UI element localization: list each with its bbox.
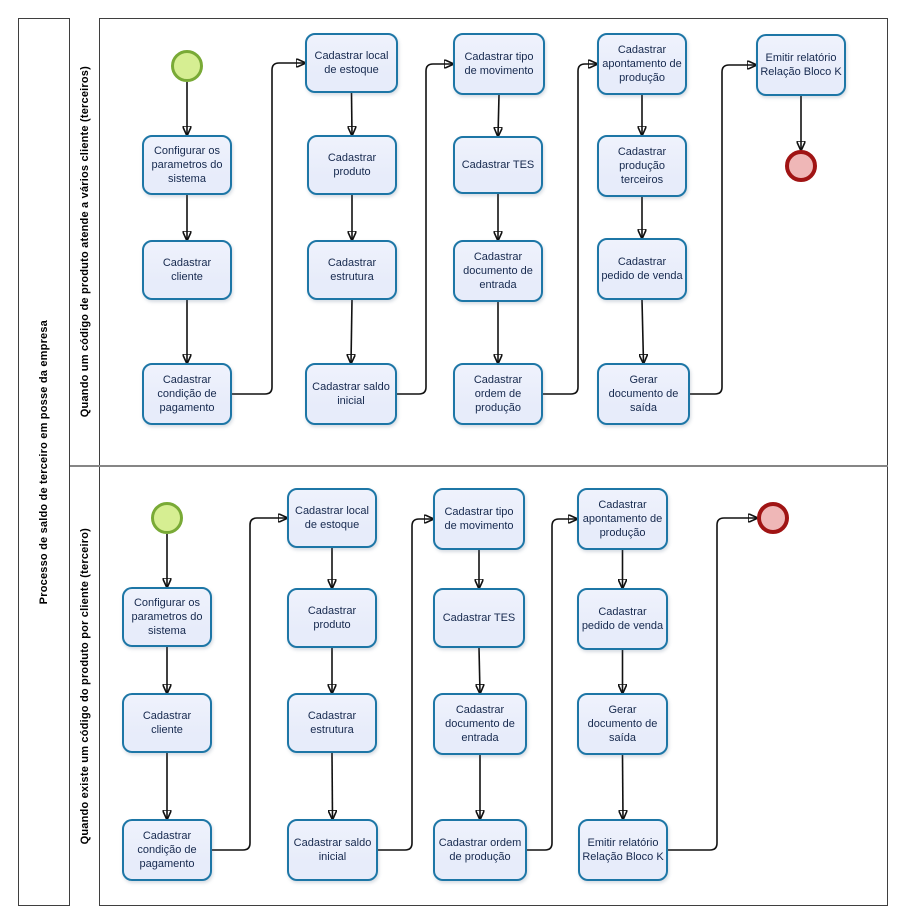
task-label: Cadastrar pedido de venda bbox=[581, 605, 664, 632]
task-label: Cadastrar apontamento de produção bbox=[602, 43, 682, 85]
task-label: Configurar os parametros do sistema bbox=[151, 144, 223, 186]
task-t3[interactable]: Cadastrar condição de pagamento bbox=[142, 363, 232, 425]
end-event[interactable] bbox=[785, 150, 817, 182]
task-label: Gerar documento de saída bbox=[608, 373, 679, 415]
lane-bottom-title-bar: Quando existe um código do produto por c… bbox=[70, 466, 100, 906]
task-b14[interactable]: Gerar documento de saída bbox=[577, 693, 668, 755]
task-t9[interactable]: Cadastrar TES bbox=[453, 136, 543, 194]
task-label: Cadastrar local de estoque bbox=[314, 49, 389, 76]
task-label: Gerar documento de saída bbox=[587, 703, 658, 745]
task-label: Cadastrar produto bbox=[327, 151, 377, 178]
task-label: Configurar os parametros do sistema bbox=[131, 596, 203, 638]
task-b8[interactable]: Cadastrar tipo de movimento bbox=[433, 488, 525, 550]
start-event[interactable] bbox=[171, 50, 203, 82]
task-label: Cadastrar cliente bbox=[142, 709, 192, 736]
task-label: Emitir relatório Relação Bloco K bbox=[760, 51, 842, 78]
pool-title-bar: Processo de saldo de terceiro em posse d… bbox=[18, 18, 70, 906]
task-b2[interactable]: Cadastrar cliente bbox=[122, 693, 212, 753]
task-t8[interactable]: Cadastrar tipo de movimento bbox=[453, 33, 545, 95]
task-b15[interactable]: Emitir relatório Relação Bloco K bbox=[578, 819, 668, 881]
task-b1[interactable]: Configurar os parametros do sistema bbox=[122, 587, 212, 647]
lane-top-title: Quando um código de produto atende a vár… bbox=[78, 66, 91, 418]
task-label: Cadastrar produto bbox=[307, 604, 357, 631]
task-t7[interactable]: Cadastrar saldo inicial bbox=[305, 363, 397, 425]
task-t16[interactable]: Emitir relatório Relação Bloco K bbox=[756, 34, 846, 96]
start-event[interactable] bbox=[151, 502, 183, 534]
task-label: Cadastrar apontamento de produção bbox=[582, 498, 663, 540]
task-label: Emitir relatório Relação Bloco K bbox=[582, 836, 664, 863]
task-t4[interactable]: Cadastrar local de estoque bbox=[305, 33, 398, 93]
task-b12[interactable]: Cadastrar apontamento de produção bbox=[577, 488, 668, 550]
lane-top-title-bar: Quando um código de produto atende a vár… bbox=[70, 18, 100, 466]
task-t2[interactable]: Cadastrar cliente bbox=[142, 240, 232, 300]
task-label: Cadastrar TES bbox=[461, 158, 535, 171]
task-label: Cadastrar cliente bbox=[162, 256, 212, 283]
task-t1[interactable]: Configurar os parametros do sistema bbox=[142, 135, 232, 195]
task-label: Cadastrar condição de pagamento bbox=[137, 829, 197, 871]
task-t10[interactable]: Cadastrar documento de entrada bbox=[453, 240, 543, 302]
task-label: Cadastrar estrutura bbox=[307, 709, 357, 736]
task-b10[interactable]: Cadastrar documento de entrada bbox=[433, 693, 527, 755]
task-label: Cadastrar produção terceiros bbox=[617, 145, 667, 187]
task-label: Cadastrar estrutura bbox=[327, 256, 377, 283]
task-b11[interactable]: Cadastrar ordem de produção bbox=[433, 819, 527, 881]
task-t5[interactable]: Cadastrar produto bbox=[307, 135, 397, 195]
task-label: Cadastrar saldo inicial bbox=[312, 380, 390, 407]
task-label: Cadastrar saldo inicial bbox=[293, 836, 372, 863]
end-event[interactable] bbox=[757, 502, 789, 534]
task-t14[interactable]: Cadastrar pedido de venda bbox=[597, 238, 687, 300]
task-label: Cadastrar condição de pagamento bbox=[157, 373, 217, 415]
task-b3[interactable]: Cadastrar condição de pagamento bbox=[122, 819, 212, 881]
task-label: Cadastrar TES bbox=[442, 611, 516, 624]
task-t6[interactable]: Cadastrar estrutura bbox=[307, 240, 397, 300]
task-label: Cadastrar documento de entrada bbox=[445, 703, 515, 745]
lane-divider bbox=[70, 465, 888, 467]
task-b4[interactable]: Cadastrar local de estoque bbox=[287, 488, 377, 548]
task-label: Cadastrar pedido de venda bbox=[601, 255, 683, 282]
task-label: Cadastrar documento de entrada bbox=[463, 250, 533, 292]
task-t13[interactable]: Cadastrar produção terceiros bbox=[597, 135, 687, 197]
task-t15[interactable]: Gerar documento de saída bbox=[597, 363, 690, 425]
task-b6[interactable]: Cadastrar estrutura bbox=[287, 693, 377, 753]
task-b9[interactable]: Cadastrar TES bbox=[433, 588, 525, 648]
task-label: Cadastrar ordem de produção bbox=[438, 836, 522, 863]
task-label: Cadastrar tipo de movimento bbox=[444, 505, 514, 532]
task-label: Cadastrar tipo de movimento bbox=[464, 50, 534, 77]
pool-title: Processo de saldo de terceiro em posse d… bbox=[38, 319, 50, 605]
task-label: Cadastrar ordem de produção bbox=[473, 373, 523, 415]
task-t11[interactable]: Cadastrar ordem de produção bbox=[453, 363, 543, 425]
task-t12[interactable]: Cadastrar apontamento de produção bbox=[597, 33, 687, 95]
task-b7[interactable]: Cadastrar saldo inicial bbox=[287, 819, 378, 881]
task-label: Cadastrar local de estoque bbox=[295, 504, 369, 531]
lane-bottom-title: Quando existe um código do produto por c… bbox=[78, 527, 91, 845]
task-b5[interactable]: Cadastrar produto bbox=[287, 588, 377, 648]
task-b13[interactable]: Cadastrar pedido de venda bbox=[577, 588, 668, 650]
